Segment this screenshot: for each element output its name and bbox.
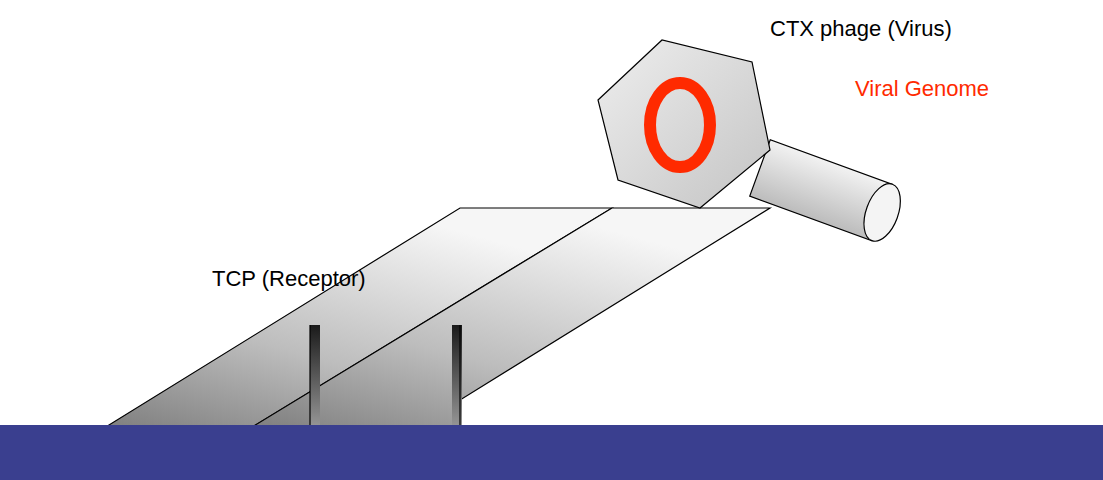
viral-genome-ring	[650, 83, 710, 167]
phage-capsid	[598, 40, 770, 208]
virus-label: CTX phage (Virus)	[770, 16, 952, 42]
genome-label: Viral Genome	[855, 76, 989, 102]
footer-band	[0, 425, 1103, 480]
receptor-label: TCP (Receptor)	[212, 266, 366, 292]
phage-tail	[750, 140, 908, 246]
